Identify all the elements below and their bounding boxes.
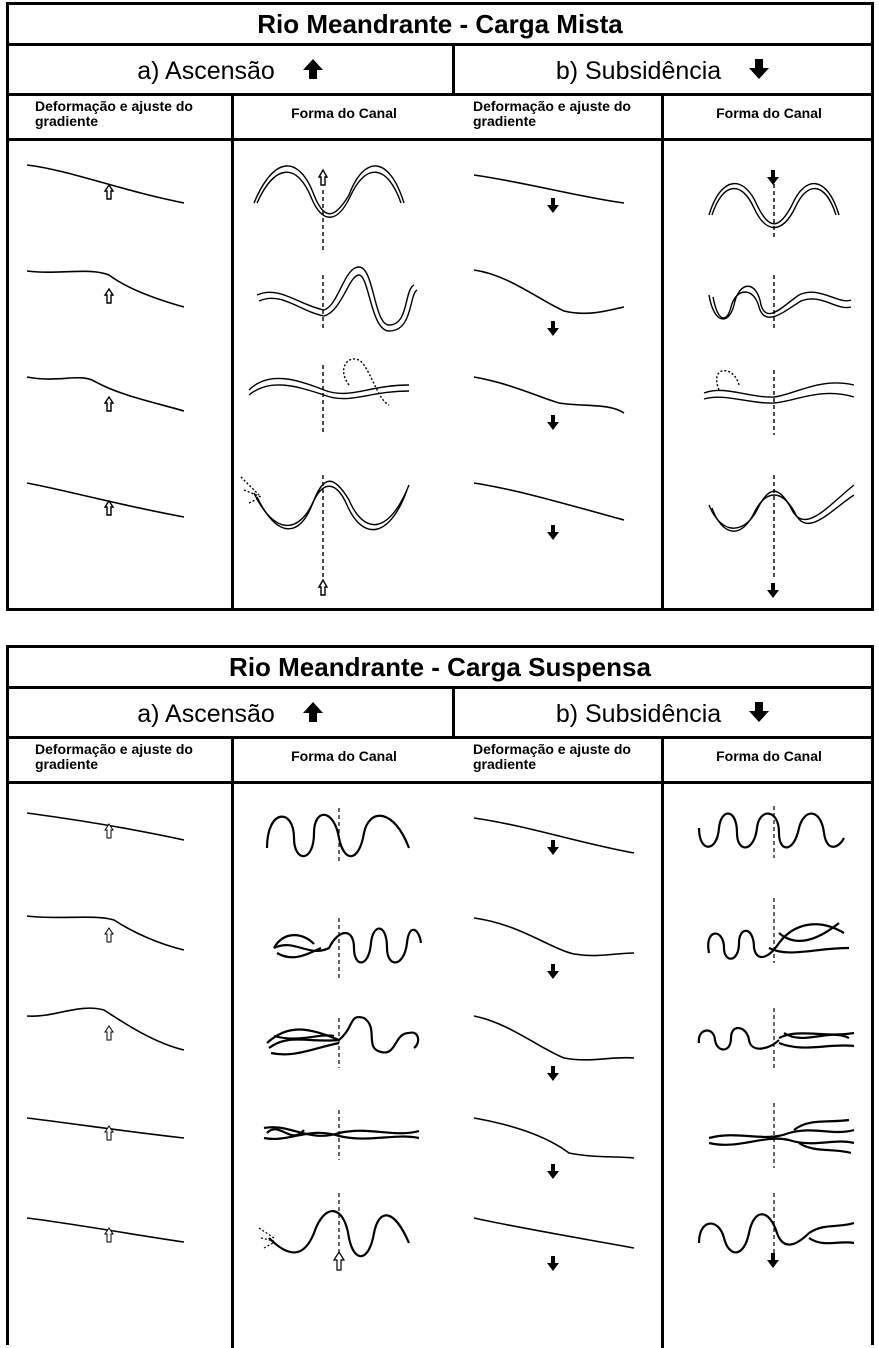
channel-form-subsidence <box>699 806 854 1268</box>
arrow-up-icon <box>105 185 113 515</box>
panel-drawings <box>9 648 871 1348</box>
gradient-profile-uplift <box>27 813 184 1242</box>
panel-carga-mista: Rio Meandrante - Carga Mista a) Ascensão… <box>6 2 874 611</box>
panel-carga-suspensa: Rio Meandrante - Carga Suspensa a) Ascen… <box>6 645 874 1345</box>
panel-drawings <box>9 5 871 608</box>
channel-form-subsidence <box>704 170 854 598</box>
channel-form-uplift <box>259 808 421 1270</box>
gradient-profile-subsidence <box>474 818 634 1248</box>
arrow-up-icon <box>105 824 113 1242</box>
gradient-profile-subsidence <box>474 175 624 520</box>
channel-form-uplift <box>241 166 417 595</box>
gradient-profile-uplift <box>27 165 184 517</box>
arrow-down-icon <box>547 198 559 540</box>
